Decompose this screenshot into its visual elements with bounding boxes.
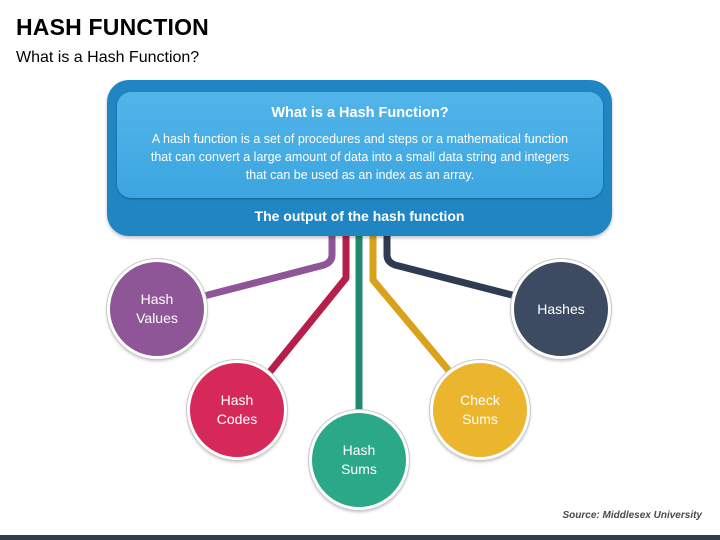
definition-heading: What is a Hash Function? [271,105,449,121]
node-label-line2: Values [136,310,178,326]
page-title: HASH FUNCTION [16,14,209,40]
node-label-line2: Sums [341,461,377,477]
node-hash-values: Hash Values [107,259,207,359]
definition-text: A hash function is a set of procedures a… [150,132,570,182]
connector-hash-codes [261,226,350,382]
node-label-line2: Codes [216,411,258,427]
node-label-line1: Hash [342,442,376,458]
node-label-line2: Sums [462,411,498,427]
page-subtitle: What is a Hash Function? [16,49,200,66]
connector-check-sums [369,226,459,382]
node-label-line1: Hash [140,291,174,307]
node-label-line1: Check [460,392,500,408]
node-hashes: Hashes [511,259,611,359]
connector-hashes [383,226,520,300]
node-hash-codes: Hash Codes [187,360,287,460]
node-check-sums: Check Sums [430,360,530,460]
definition-panel: What is a Hash Function? A hash function… [117,92,603,198]
node-label-line1: Hash [220,392,254,408]
output-label: The output of the hash function [254,208,465,224]
connector-hash-values [200,226,336,300]
node-hash-sums: Hash Sums [309,410,409,510]
node-label-line1: Hashes [537,300,585,317]
bottom-bar [0,535,720,540]
source-note: Source: Middlesex University [562,510,703,521]
